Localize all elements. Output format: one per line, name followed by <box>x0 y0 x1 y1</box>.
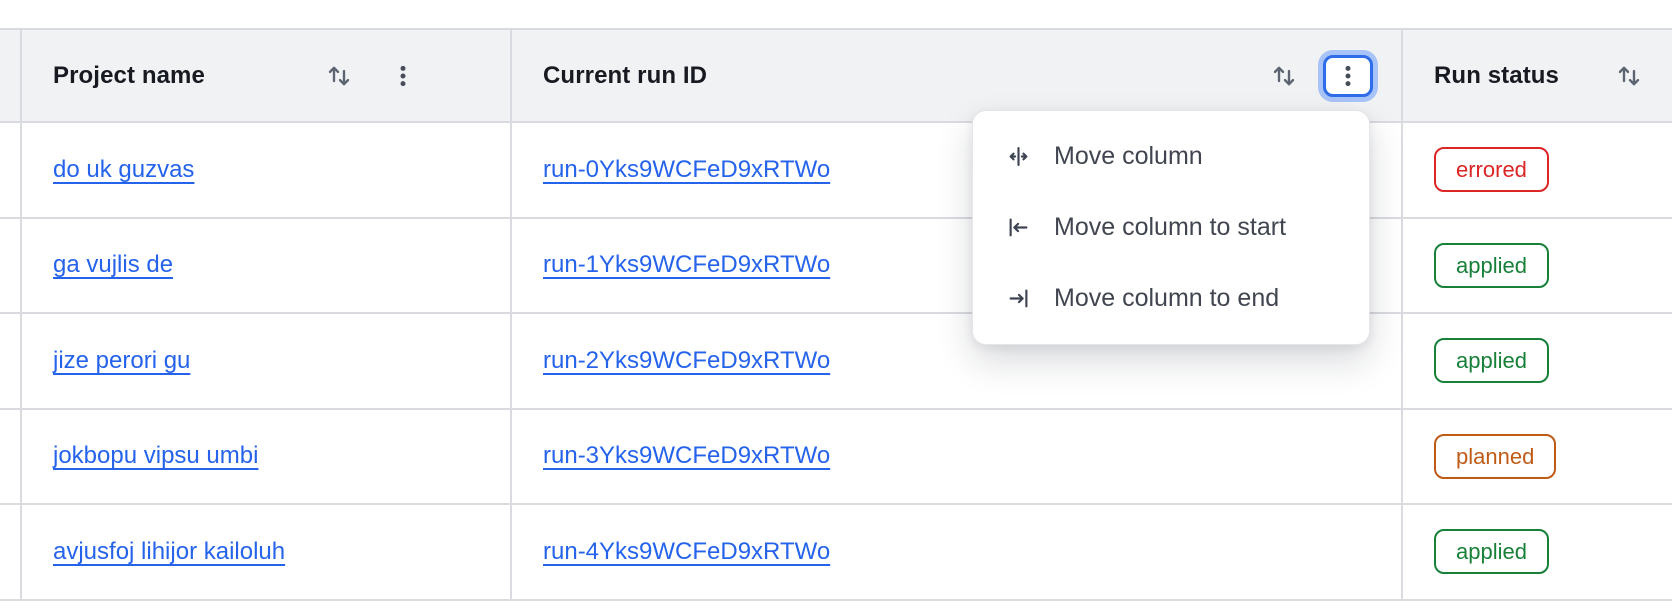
project-link[interactable]: ga vujlis de <box>53 251 174 279</box>
status-badge: applied <box>1434 338 1549 384</box>
table-row: do uk guzvas run-0Yks9WCFeD9xRTWo errore… <box>0 123 1672 219</box>
column-header-project-name: Project name <box>22 30 512 121</box>
menu-item-move-column-to-end[interactable]: Move column to end <box>973 263 1369 334</box>
row-gutter-cell <box>0 218 22 312</box>
column-label: Project name <box>53 61 205 89</box>
menu-item-label: Move column to start <box>1054 213 1287 241</box>
header-icon-group <box>1269 54 1401 97</box>
move-column-icon <box>1009 146 1028 167</box>
project-name-cell: do uk guzvas <box>22 123 512 217</box>
move-column-to-start-icon <box>1009 218 1028 237</box>
run-status-cell: errored <box>1403 123 1672 217</box>
run-status-cell: applied <box>1403 219 1672 313</box>
project-name-cell: jokbopu vipsu umbi <box>22 409 512 503</box>
run-status-cell: applied <box>1403 505 1672 599</box>
run-id-link[interactable]: run-2Yks9WCFeD9xRTWo <box>543 346 831 374</box>
table-row: jokbopu vipsu umbi run-3Yks9WCFeD9xRTWo … <box>0 409 1672 505</box>
project-link[interactable]: jokbopu vipsu umbi <box>53 442 259 470</box>
column-header-current-run-id: Current run ID <box>512 30 1403 121</box>
row-gutter-header-cell <box>0 30 22 121</box>
header-icon-group <box>324 55 510 97</box>
project-link[interactable]: jize perori gu <box>53 346 191 374</box>
header-icon-group <box>1614 61 1672 91</box>
current-run-id-cell: run-2Yks9WCFeD9xRTWo <box>512 314 1403 408</box>
column-menu-kebab-icon[interactable] <box>378 55 428 97</box>
sort-arrows-icon[interactable] <box>1269 61 1299 91</box>
status-badge: applied <box>1434 529 1549 575</box>
status-badge: planned <box>1434 433 1557 479</box>
run-id-link[interactable]: run-1Yks9WCFeD9xRTWo <box>543 251 831 279</box>
column-menu-kebab-icon-focused[interactable] <box>1323 54 1373 97</box>
project-link[interactable]: avjusfoj lihijor kailoluh <box>53 537 286 565</box>
table-header-row: Project name Curre <box>0 28 1672 123</box>
menu-item-move-column[interactable]: Move column <box>973 121 1369 192</box>
current-run-id-cell: run-0Yks9WCFeD9xRTWo <box>512 123 1403 217</box>
projects-table: Project name Curre <box>0 28 1672 601</box>
column-label: Run status <box>1434 61 1560 89</box>
project-link[interactable]: do uk guzvas <box>53 155 195 183</box>
row-gutter-cell <box>0 505 22 599</box>
project-name-cell: ga vujlis de <box>22 218 512 312</box>
row-gutter-cell <box>0 314 22 408</box>
current-run-id-cell: run-4Yks9WCFeD9xRTWo <box>512 505 1403 599</box>
column-label: Current run ID <box>543 61 708 89</box>
table-row: avjusfoj lihijor kailoluh run-4Yks9WCFeD… <box>0 505 1672 601</box>
table-row: jize perori gu run-2Yks9WCFeD9xRTWo appl… <box>0 314 1672 410</box>
project-name-cell: avjusfoj lihijor kailoluh <box>22 505 512 599</box>
table-body: do uk guzvas run-0Yks9WCFeD9xRTWo errore… <box>0 123 1672 601</box>
menu-item-label: Move column to end <box>1054 284 1280 312</box>
column-header-run-status: Run status <box>1403 30 1672 121</box>
column-menu-popover: Move column Move column to start Move co… <box>972 110 1370 345</box>
row-gutter-cell <box>0 123 22 217</box>
menu-item-label: Move column <box>1054 142 1203 170</box>
project-name-cell: jize perori gu <box>22 314 512 408</box>
menu-item-move-column-to-start[interactable]: Move column to start <box>973 192 1369 263</box>
status-badge: errored <box>1434 147 1549 193</box>
status-badge: applied <box>1434 242 1549 288</box>
sort-arrows-icon[interactable] <box>324 61 354 91</box>
run-status-cell: planned <box>1403 410 1672 504</box>
move-column-to-end-icon <box>1009 289 1028 308</box>
current-run-id-cell: run-1Yks9WCFeD9xRTWo <box>512 218 1403 312</box>
sort-arrows-icon[interactable] <box>1614 61 1644 91</box>
row-gutter-cell <box>0 409 22 503</box>
current-run-id-cell: run-3Yks9WCFeD9xRTWo <box>512 409 1403 503</box>
run-id-link[interactable]: run-4Yks9WCFeD9xRTWo <box>543 537 831 565</box>
run-status-cell: applied <box>1403 314 1672 408</box>
run-id-link[interactable]: run-3Yks9WCFeD9xRTWo <box>543 442 831 470</box>
run-id-link[interactable]: run-0Yks9WCFeD9xRTWo <box>543 155 831 183</box>
table-row: ga vujlis de run-1Yks9WCFeD9xRTWo applie… <box>0 218 1672 314</box>
